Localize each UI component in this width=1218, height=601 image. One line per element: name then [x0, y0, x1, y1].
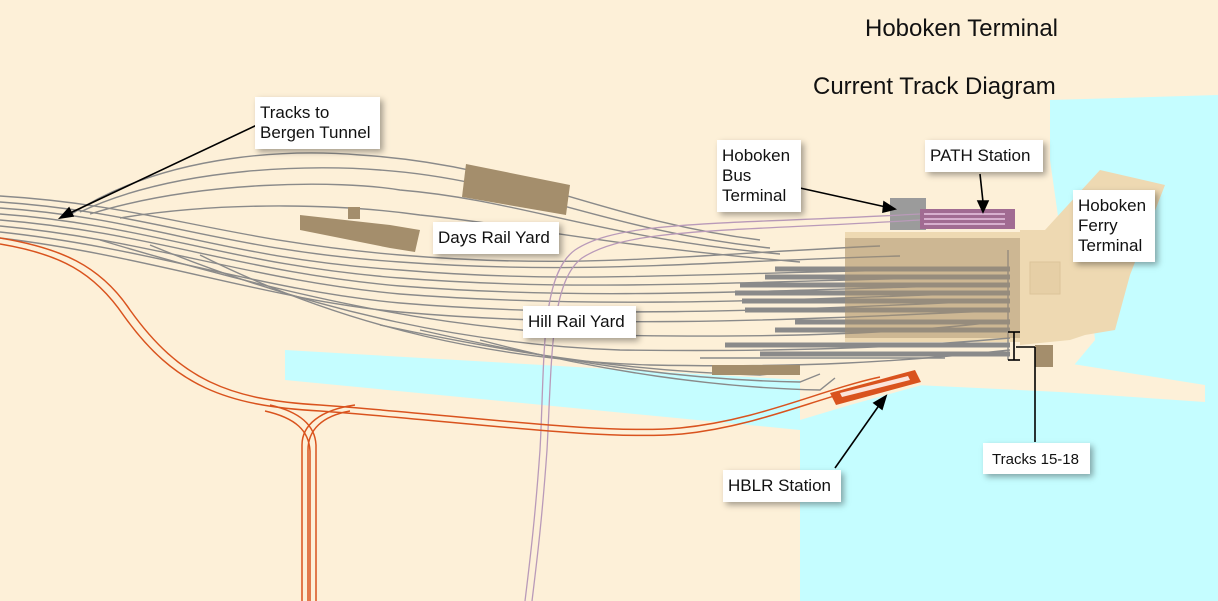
- label-hill-rail-yard: Hill Rail Yard: [523, 306, 636, 338]
- station-buildings: [300, 164, 1053, 375]
- callout-arrows: [57, 124, 1036, 469]
- label-path-station: PATH Station: [925, 140, 1043, 172]
- label-hoboken-ferry-terminal: Hoboken Ferry Terminal: [1073, 190, 1155, 262]
- hudson-bergen-light-rail: [0, 237, 921, 601]
- path-station-tracks: [524, 209, 1015, 601]
- diagram-subtitle: Current Track Diagram: [813, 73, 1056, 100]
- diagram-title: Hoboken Terminal: [865, 15, 1058, 42]
- label-days-rail-yard: Days Rail Yard: [433, 222, 559, 254]
- track-layout: [0, 152, 1011, 391]
- label-tracks-15-18: Tracks 15-18: [983, 443, 1090, 474]
- label-bergen-tunnel: Tracks to Bergen Tunnel: [255, 97, 380, 149]
- label-hoboken-bus-terminal: Hoboken Bus Terminal: [717, 140, 801, 212]
- label-hblr-station: HBLR Station: [723, 470, 841, 502]
